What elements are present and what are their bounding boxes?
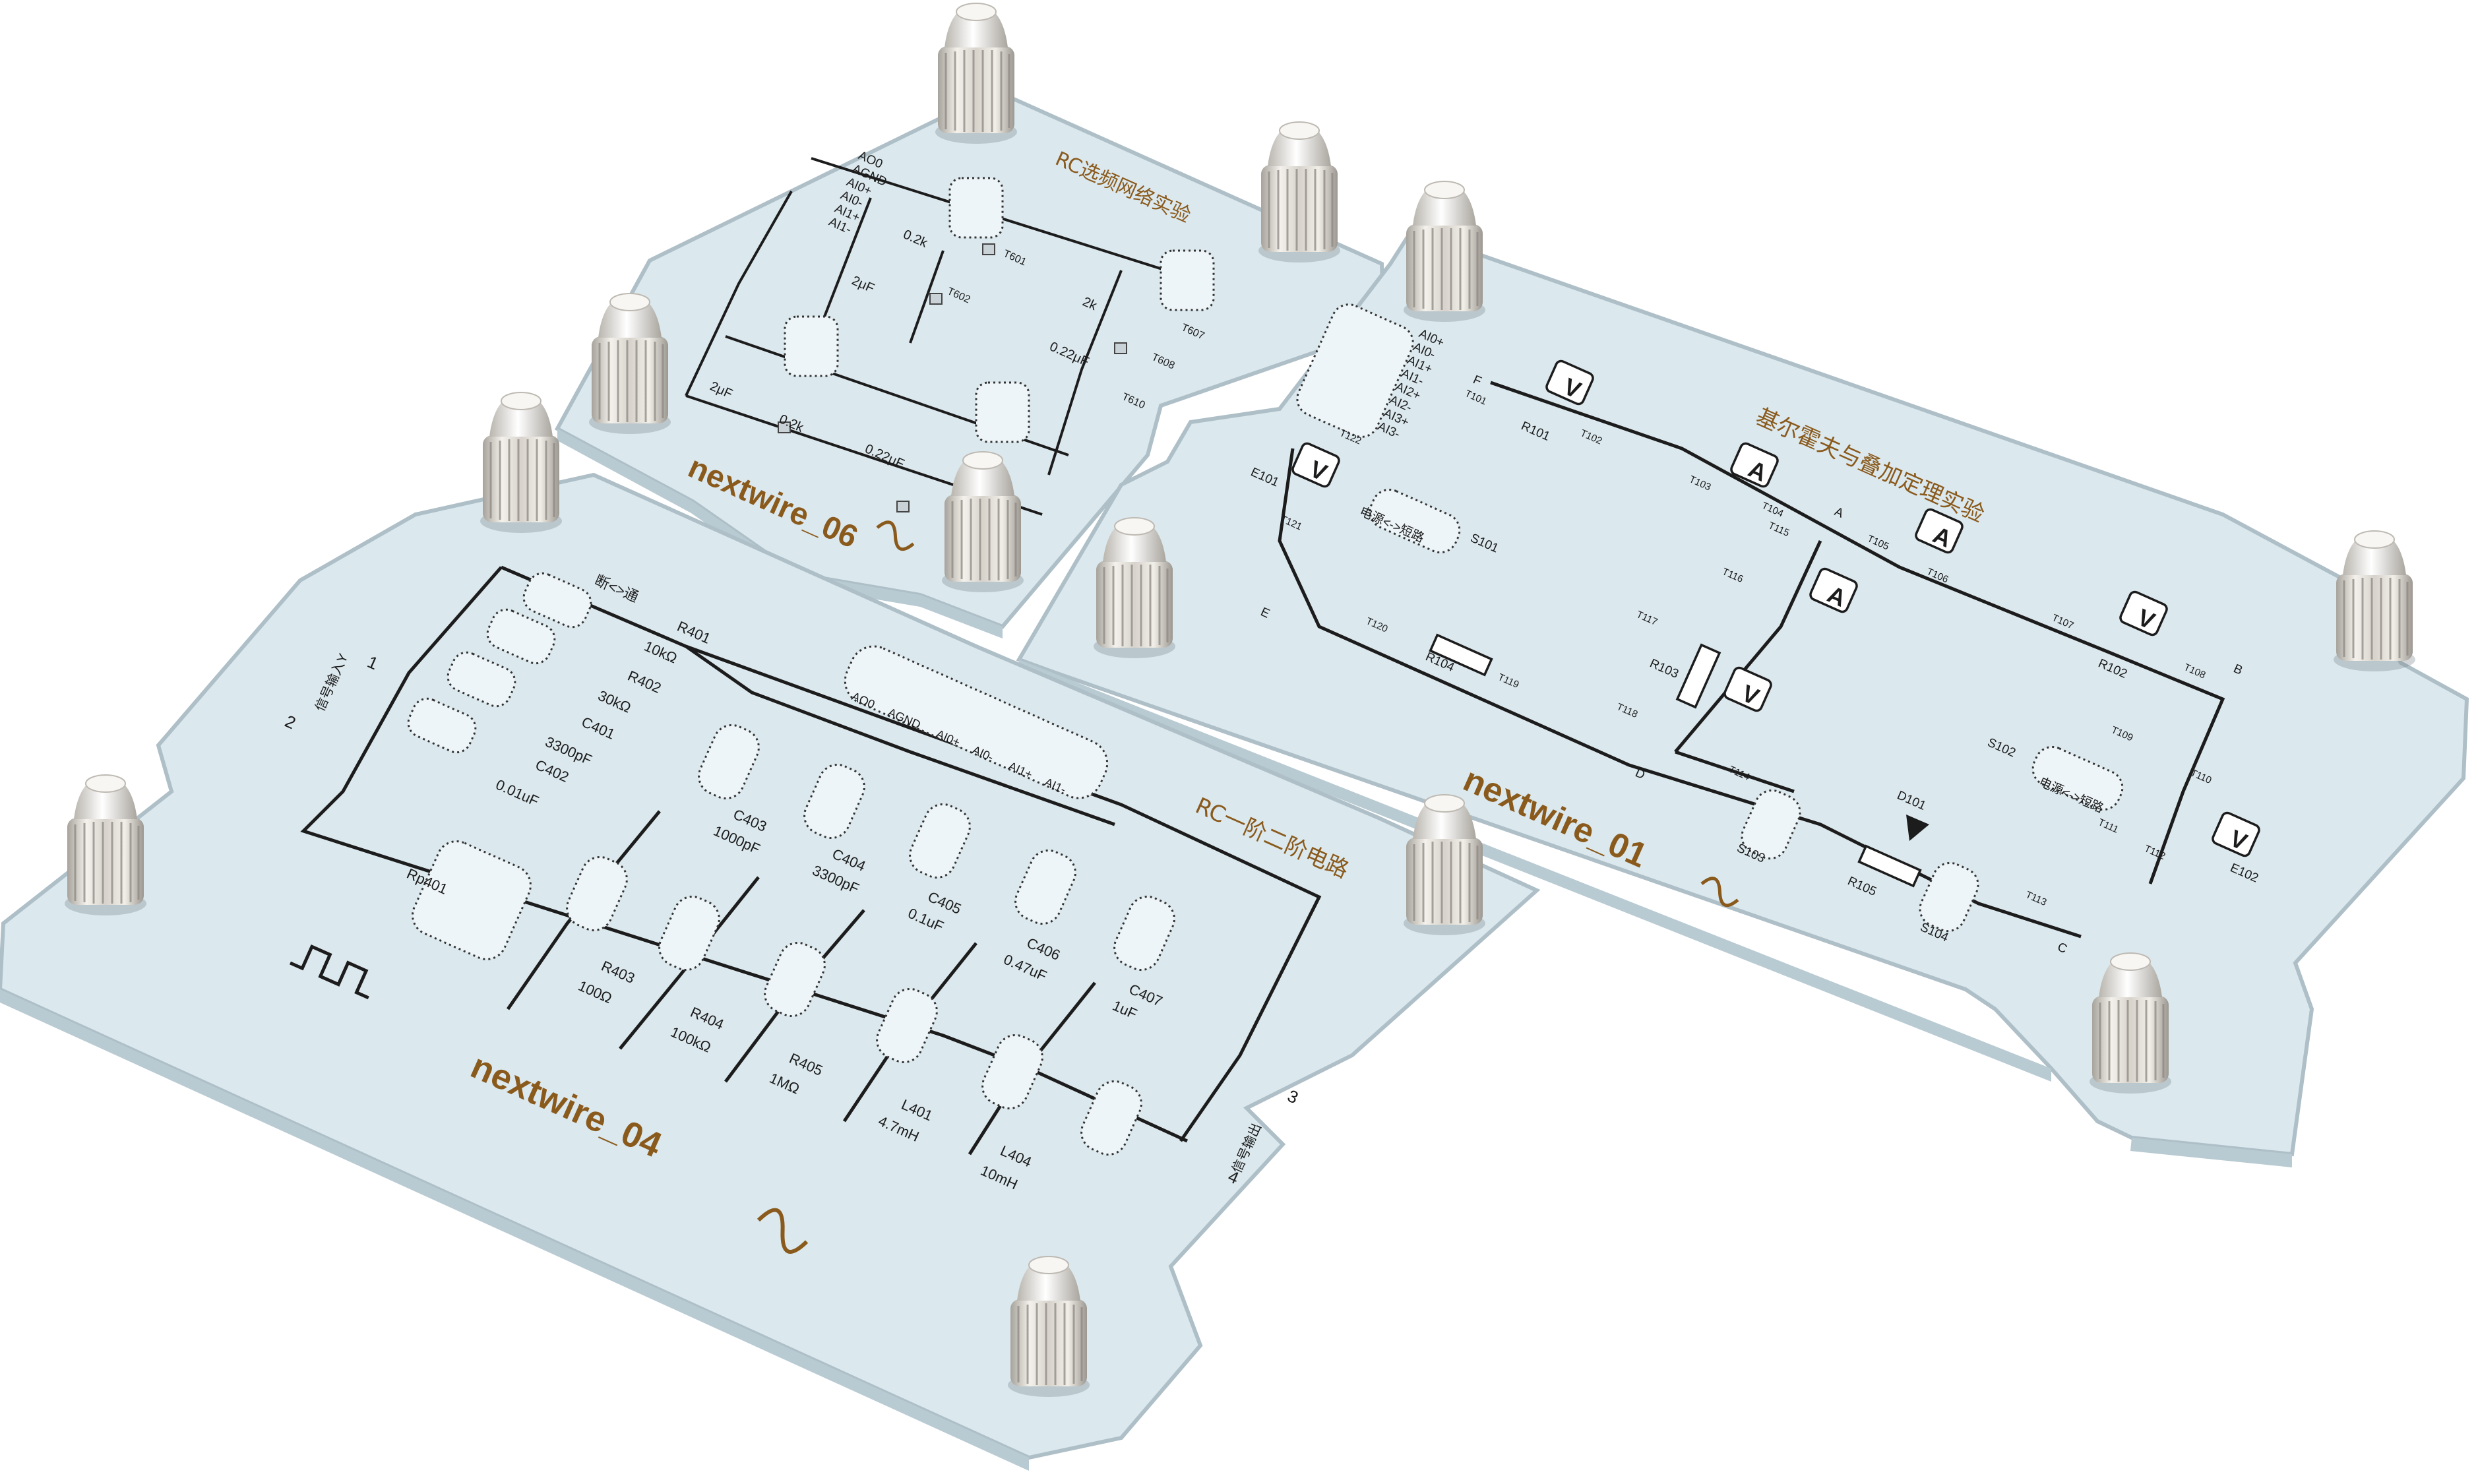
- square-wave-icon: [289, 944, 369, 1000]
- board-nextwire-04: AO0 AGND AI0+ AI0- AI1+ AI1- 断<>通 R401 1…: [0, 472, 1541, 1471]
- binding-post-knob[interactable]: [479, 391, 563, 534]
- test-point[interactable]: [1114, 342, 1127, 354]
- binding-post-knob[interactable]: [1257, 121, 1342, 264]
- b04-switch-s415[interactable]: [1076, 1076, 1148, 1161]
- b06-switch-socket[interactable]: [948, 177, 1004, 239]
- b04-switch-s414[interactable]: [977, 1030, 1049, 1115]
- b04-switch-s410[interactable]: [561, 851, 633, 937]
- board-nextwire-01: AI0+ AI0- AI1+ AI1- AI2+ AI2- AI3+ AI3- …: [1016, 228, 2469, 1167]
- voltmeter-icon: V: [2119, 590, 2168, 636]
- b06-switch-socket[interactable]: [1160, 249, 1215, 311]
- b04-switch-s406[interactable]: [799, 759, 871, 844]
- voltmeter-icon: V: [1545, 359, 1594, 406]
- b04-switch-s411[interactable]: [654, 891, 726, 976]
- b04-switch-s412[interactable]: [759, 937, 831, 1022]
- b06-switch-socket[interactable]: [784, 315, 839, 377]
- b01-signal-header[interactable]: [1292, 299, 1419, 442]
- sine-wave-icon: [757, 1208, 809, 1254]
- binding-post-knob[interactable]: [63, 774, 148, 917]
- b04-switch-s404[interactable]: [404, 694, 480, 757]
- b04-switch-s405[interactable]: [693, 720, 765, 805]
- binding-post-knob[interactable]: [1402, 180, 1487, 323]
- binding-post-knob[interactable]: [934, 2, 1018, 145]
- b04-switch-s413[interactable]: [871, 983, 943, 1068]
- test-point[interactable]: [929, 293, 943, 305]
- b04-switch-s409[interactable]: [1109, 891, 1181, 976]
- b01-switch-s101[interactable]: [1365, 484, 1465, 558]
- test-point[interactable]: [778, 421, 791, 433]
- resistor-r105: [1857, 844, 1922, 888]
- b04-switch-s402[interactable]: [483, 605, 559, 667]
- b04-signal-header[interactable]: [838, 638, 1115, 805]
- resistor-r103: [1675, 643, 1721, 709]
- test-point[interactable]: [982, 243, 995, 255]
- b04-pot-socket-rp401[interactable]: [406, 835, 537, 966]
- b01-switch-s103[interactable]: [1737, 785, 1806, 864]
- test-point[interactable]: [896, 501, 910, 512]
- ammeter-icon: A: [1730, 442, 1779, 488]
- resistor-r104: [1429, 633, 1493, 677]
- board-nextwire-06: RC选频网络实验 AO0 AGND AI0+ AI0- AI1+ AI1- 0.…: [554, 88, 1386, 638]
- voltmeter-icon: V: [1723, 666, 1772, 712]
- b04-switch-s408[interactable]: [1010, 845, 1082, 930]
- diode-icon: [1906, 815, 1929, 841]
- b01-switch-s104[interactable]: [1915, 857, 1984, 937]
- ammeter-icon: A: [1915, 508, 1964, 554]
- b04-switch-s407[interactable]: [904, 799, 976, 884]
- voltmeter-icon: V: [2212, 811, 2260, 857]
- binding-post-knob[interactable]: [2332, 530, 2417, 673]
- b04-switch-s401[interactable]: [519, 569, 596, 631]
- ammeter-icon: A: [1809, 567, 1858, 613]
- b01-switch-s102[interactable]: [2028, 741, 2128, 815]
- b04-switch-s403[interactable]: [443, 648, 520, 710]
- b06-switch-socket[interactable]: [975, 381, 1030, 443]
- voltmeter-icon: V: [1291, 442, 1340, 488]
